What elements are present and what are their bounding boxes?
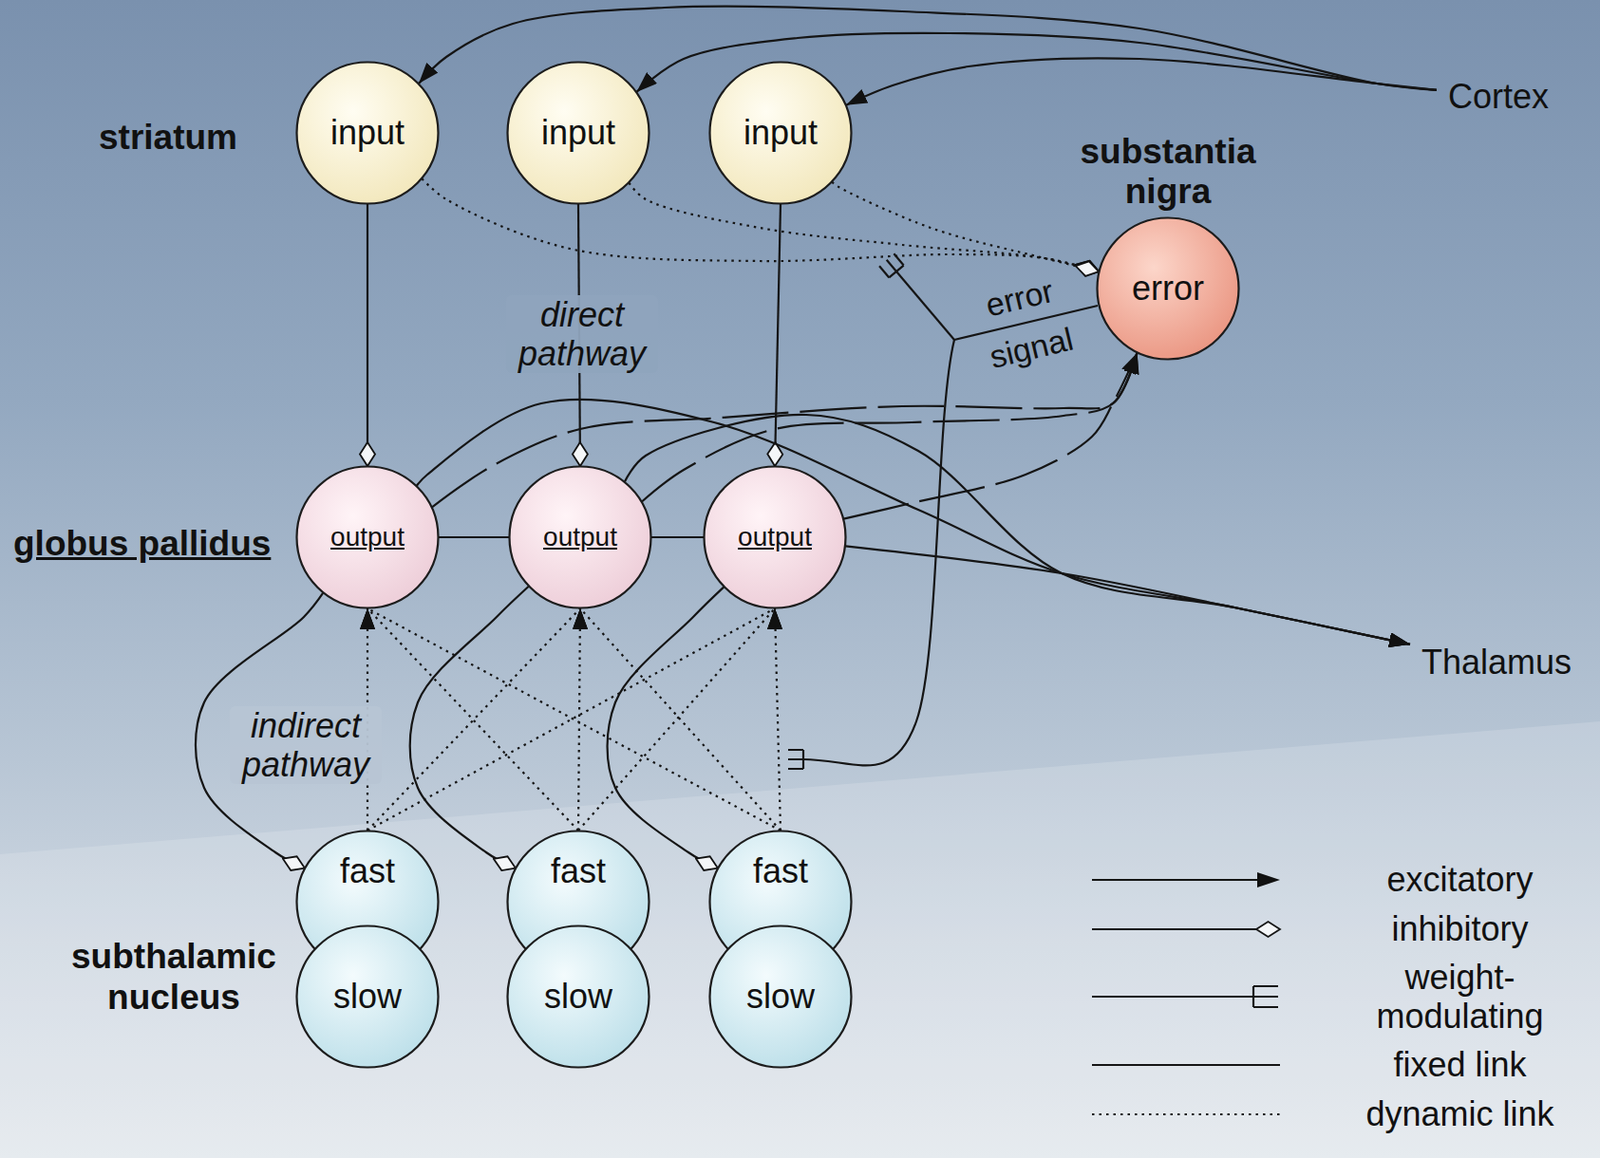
legend-sample — [1090, 908, 1282, 951]
node-label: Thalamus — [1421, 642, 1572, 682]
substantia-nigra-error-circle: substantia nigraerror — [1095, 216, 1241, 361]
legend-sample — [1090, 859, 1282, 902]
legend-row: dynamic link — [1090, 1093, 1572, 1136]
node-label: input — [330, 112, 405, 152]
circle-shape — [297, 926, 439, 1069]
legend-label: inhibitory — [1348, 909, 1572, 949]
legend: excitatory inhibitory weight-modulating fix… — [1090, 859, 1572, 1144]
cloud-haze — [0, 721, 1600, 1158]
weight-modulating-fork — [788, 750, 804, 770]
legend-label: dynamic link — [1348, 1094, 1572, 1134]
node-label: input — [541, 112, 616, 152]
legend-sample — [1090, 1093, 1282, 1136]
node-label: slow — [746, 977, 815, 1017]
node-label: output — [330, 522, 405, 553]
fixed-link — [416, 399, 1411, 645]
thalamus-node: Thalamus — [1413, 639, 1580, 686]
inhibitory-link — [774, 204, 781, 467]
circle-shape — [1097, 218, 1240, 360]
node-label: output — [543, 522, 618, 553]
node-label: input — [743, 112, 818, 152]
region-heading: substantia nigra — [1068, 131, 1268, 213]
pallidus-output-circle: output — [295, 465, 440, 610]
pallidus-output-circle: output — [508, 465, 653, 610]
pathway-label: direct pathway — [506, 295, 659, 375]
circle-shape — [508, 926, 650, 1069]
striatum-input-circle: input — [506, 60, 651, 206]
inhibitory-link — [366, 204, 369, 467]
circle-shape — [710, 926, 852, 1069]
legend-sample — [1090, 976, 1282, 1018]
dynamic-link — [367, 608, 781, 831]
stn-slow-circle: slow — [506, 924, 651, 1070]
legend-row: weight-modulating — [1090, 958, 1572, 1037]
inhibitory-link — [410, 586, 529, 869]
pathway-label: indirect pathway — [229, 706, 382, 786]
signal-label: error signal — [965, 261, 1086, 385]
legend-row: inhibitory — [1090, 908, 1572, 951]
legend-row: excitatory — [1090, 859, 1572, 902]
error-signal-wire — [896, 271, 955, 340]
dynamic-link — [578, 608, 775, 831]
legend-row: fixed link — [1090, 1044, 1572, 1087]
region-label: globus pallidus — [13, 524, 271, 565]
fixed-link — [846, 57, 1437, 105]
inhibitory-link — [628, 183, 1099, 272]
circle-shape — [297, 62, 439, 205]
inhibitory-link — [607, 586, 725, 868]
legend-label: weight-modulating — [1348, 958, 1572, 1037]
node-label: fast — [339, 851, 396, 891]
dynamic-link — [580, 608, 781, 831]
fixed-link — [438, 536, 509, 539]
striatum-input-circle: input — [295, 60, 440, 206]
stn-slow-circle: slow — [295, 924, 440, 1070]
fixed-link — [624, 414, 1411, 645]
fixed-link — [843, 353, 1137, 520]
dynamic-link — [578, 608, 581, 831]
circle-shape — [509, 467, 652, 609]
circle-shape — [710, 62, 852, 205]
legend-label: fixed link — [1348, 1045, 1572, 1085]
circle-shape — [297, 467, 439, 609]
pallidus-output-circle: output — [702, 465, 848, 610]
inhibitory-link — [831, 182, 1099, 272]
dynamic-link — [367, 608, 581, 831]
circle-shape — [704, 467, 847, 609]
node-label: error — [1131, 268, 1205, 308]
fixed-link — [845, 545, 1411, 645]
legend-sample — [1090, 1044, 1282, 1087]
fixed-link — [641, 353, 1138, 503]
circle-shape — [508, 62, 650, 205]
dynamic-link — [367, 608, 579, 831]
cortex-node: Cortex — [1440, 73, 1557, 120]
striatum-input-circle: input — [708, 60, 853, 206]
region-label: subthalamic nucleus — [59, 937, 288, 1018]
region-label: striatum — [98, 117, 238, 159]
legend-label: excitatory — [1348, 860, 1572, 900]
node-label: slow — [544, 977, 613, 1017]
fixed-link — [651, 536, 704, 539]
dynamic-link — [774, 608, 781, 831]
node-label: slow — [333, 977, 402, 1017]
stn-slow-circle: slow — [708, 924, 853, 1070]
node-label: output — [737, 522, 812, 553]
node-label: Cortex — [1448, 76, 1549, 116]
node-label: fast — [752, 851, 809, 891]
node-label: fast — [550, 851, 606, 891]
